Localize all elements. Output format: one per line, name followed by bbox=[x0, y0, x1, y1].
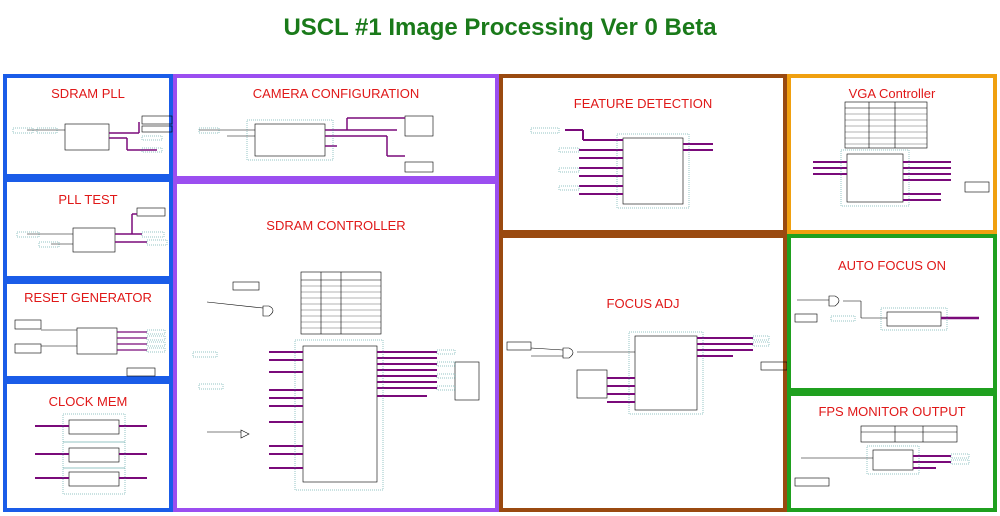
block-focus-adj[interactable]: FOCUS ADJ bbox=[499, 234, 788, 512]
vga-controller-schematic bbox=[813, 101, 990, 207]
block-sdram-controller[interactable]: SDRAM CONTROLLER bbox=[173, 180, 499, 512]
block-label: FOCUS ADJ bbox=[606, 296, 680, 311]
block-label: PLL TEST bbox=[58, 192, 118, 207]
sdram-pll-schematic bbox=[12, 115, 173, 153]
block-label: SDRAM CONTROLLER bbox=[266, 218, 406, 233]
block-label: CAMERA CONFIGURATION bbox=[252, 86, 420, 101]
block-feature-detection[interactable]: FEATURE DETECTION bbox=[499, 74, 787, 234]
block-vga-controller[interactable]: VGA Controller bbox=[787, 74, 997, 234]
reset-generator-schematic bbox=[14, 319, 166, 377]
block-label: RESET GENERATOR bbox=[24, 290, 152, 305]
focus-adj-schematic bbox=[506, 331, 788, 415]
pll-test-schematic bbox=[16, 207, 168, 253]
block-pll-test[interactable]: PLL TEST bbox=[3, 178, 173, 280]
auto-focus-on-schematic bbox=[794, 295, 979, 331]
block-label: FEATURE DETECTION bbox=[573, 96, 713, 111]
clock-mem-schematic bbox=[35, 413, 147, 495]
block-label: CLOCK MEM bbox=[48, 394, 128, 409]
block-label: AUTO FOCUS ON bbox=[837, 258, 947, 273]
block-auto-focus-on[interactable]: AUTO FOCUS ON bbox=[787, 234, 997, 392]
fps-monitor-output-schematic bbox=[794, 425, 970, 487]
camera-configuration-schematic bbox=[198, 115, 434, 173]
block-sdram-pll[interactable]: SDRAM PLL bbox=[3, 74, 173, 178]
sdram-controller-schematic bbox=[192, 271, 480, 491]
block-fps-monitor-output[interactable]: FPS MONITOR OUTPUT bbox=[787, 392, 997, 512]
block-reset-generator[interactable]: RESET GENERATOR bbox=[3, 280, 173, 380]
block-label: VGA Controller bbox=[848, 86, 936, 101]
block-camera-configuration[interactable]: CAMERA CONFIGURATION bbox=[173, 74, 499, 180]
block-label: FPS MONITOR OUTPUT bbox=[818, 404, 966, 419]
page-title: USCL #1 Image Processing Ver 0 Beta bbox=[283, 14, 717, 41]
block-label: SDRAM PLL bbox=[51, 86, 125, 101]
feature-detection-schematic bbox=[530, 127, 713, 209]
block-clock-mem[interactable]: CLOCK MEM bbox=[3, 380, 173, 512]
